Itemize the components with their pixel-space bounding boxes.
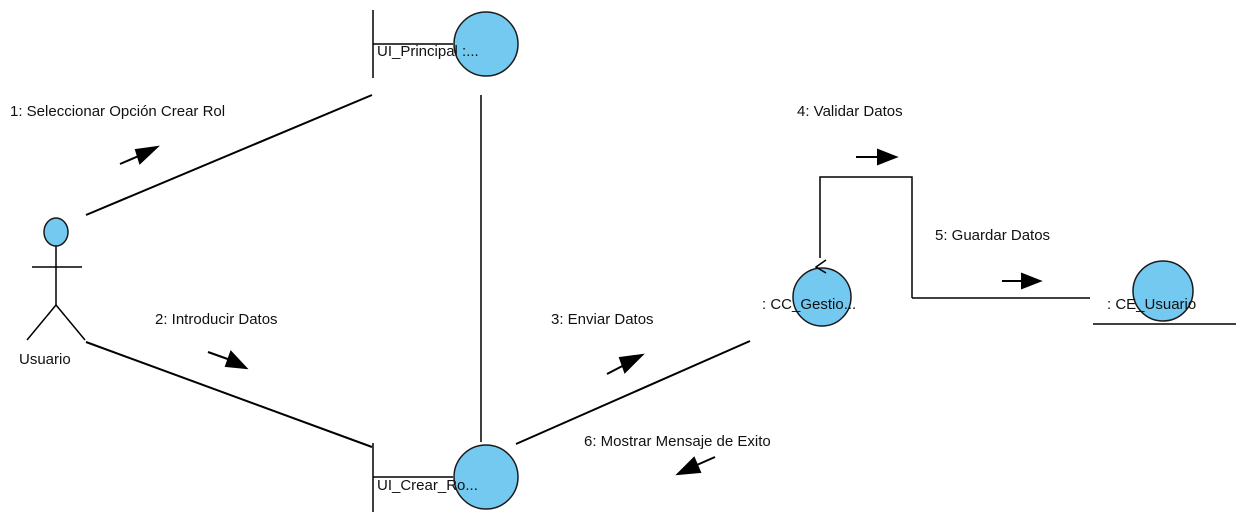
message-label: 3: Enviar Datos xyxy=(551,311,654,328)
link-usuario-ui-principal xyxy=(85,94,373,216)
message-arrowhead xyxy=(877,148,899,166)
message-label: 5: Guardar Datos xyxy=(935,227,1050,244)
message-5[interactable]: 5: Guardar Datos xyxy=(935,227,1050,290)
link-ui-crear-rol-cc-gestion xyxy=(515,340,751,445)
actor-usuario[interactable]: Usuario xyxy=(19,217,86,368)
message-2[interactable]: 2: Introducir Datos xyxy=(155,311,278,370)
message-label: 2: Introducir Datos xyxy=(155,311,278,328)
message-label: 1: Seleccionar Opción Crear Rol xyxy=(10,103,225,120)
actor-label: Usuario xyxy=(19,351,71,368)
boundary-circle xyxy=(453,11,519,77)
message-arrowhead xyxy=(675,456,702,476)
object-label: UI_Principal :... xyxy=(377,43,479,60)
message-arrowhead xyxy=(134,145,160,165)
message-label: 4: Validar Datos xyxy=(797,103,903,120)
message-arrowhead xyxy=(1021,272,1043,290)
message-label: 6: Mostrar Mensaje de Exito xyxy=(584,433,771,450)
control-cc-gestion[interactable]: : CC_Gestio... xyxy=(762,259,856,327)
message-3[interactable]: 3: Enviar Datos xyxy=(551,311,654,375)
entity-ce-usuario[interactable]: : CE_Usuario xyxy=(1093,260,1236,325)
actor-head xyxy=(43,217,69,247)
actor-right-leg xyxy=(55,304,86,341)
boundary-ui-crear-rol[interactable]: UI_Crear_Ro... xyxy=(372,443,519,512)
control-arrowhead xyxy=(814,259,827,274)
boundary-ui-principal[interactable]: UI_Principal :... xyxy=(372,10,519,78)
link-usuario-ui-crear-rol xyxy=(85,341,373,448)
message-1[interactable]: 1: Seleccionar Opción Crear Rol xyxy=(10,103,225,165)
actor-left-leg xyxy=(26,304,57,341)
control-circle xyxy=(792,267,852,327)
object-label: : CC_Gestio... xyxy=(762,296,856,313)
message-arrowhead xyxy=(618,353,645,374)
boundary-circle xyxy=(453,444,519,510)
object-label: UI_Crear_Ro... xyxy=(377,477,478,494)
self-link-cc-gestion xyxy=(819,176,913,298)
message-4[interactable]: 4: Validar Datos xyxy=(797,103,903,166)
object-label: : CE_Usuario xyxy=(1107,296,1196,313)
message-6[interactable]: 6: Mostrar Mensaje de Exito xyxy=(584,433,771,476)
entity-circle xyxy=(1132,260,1194,322)
message-arrowhead xyxy=(224,350,249,370)
